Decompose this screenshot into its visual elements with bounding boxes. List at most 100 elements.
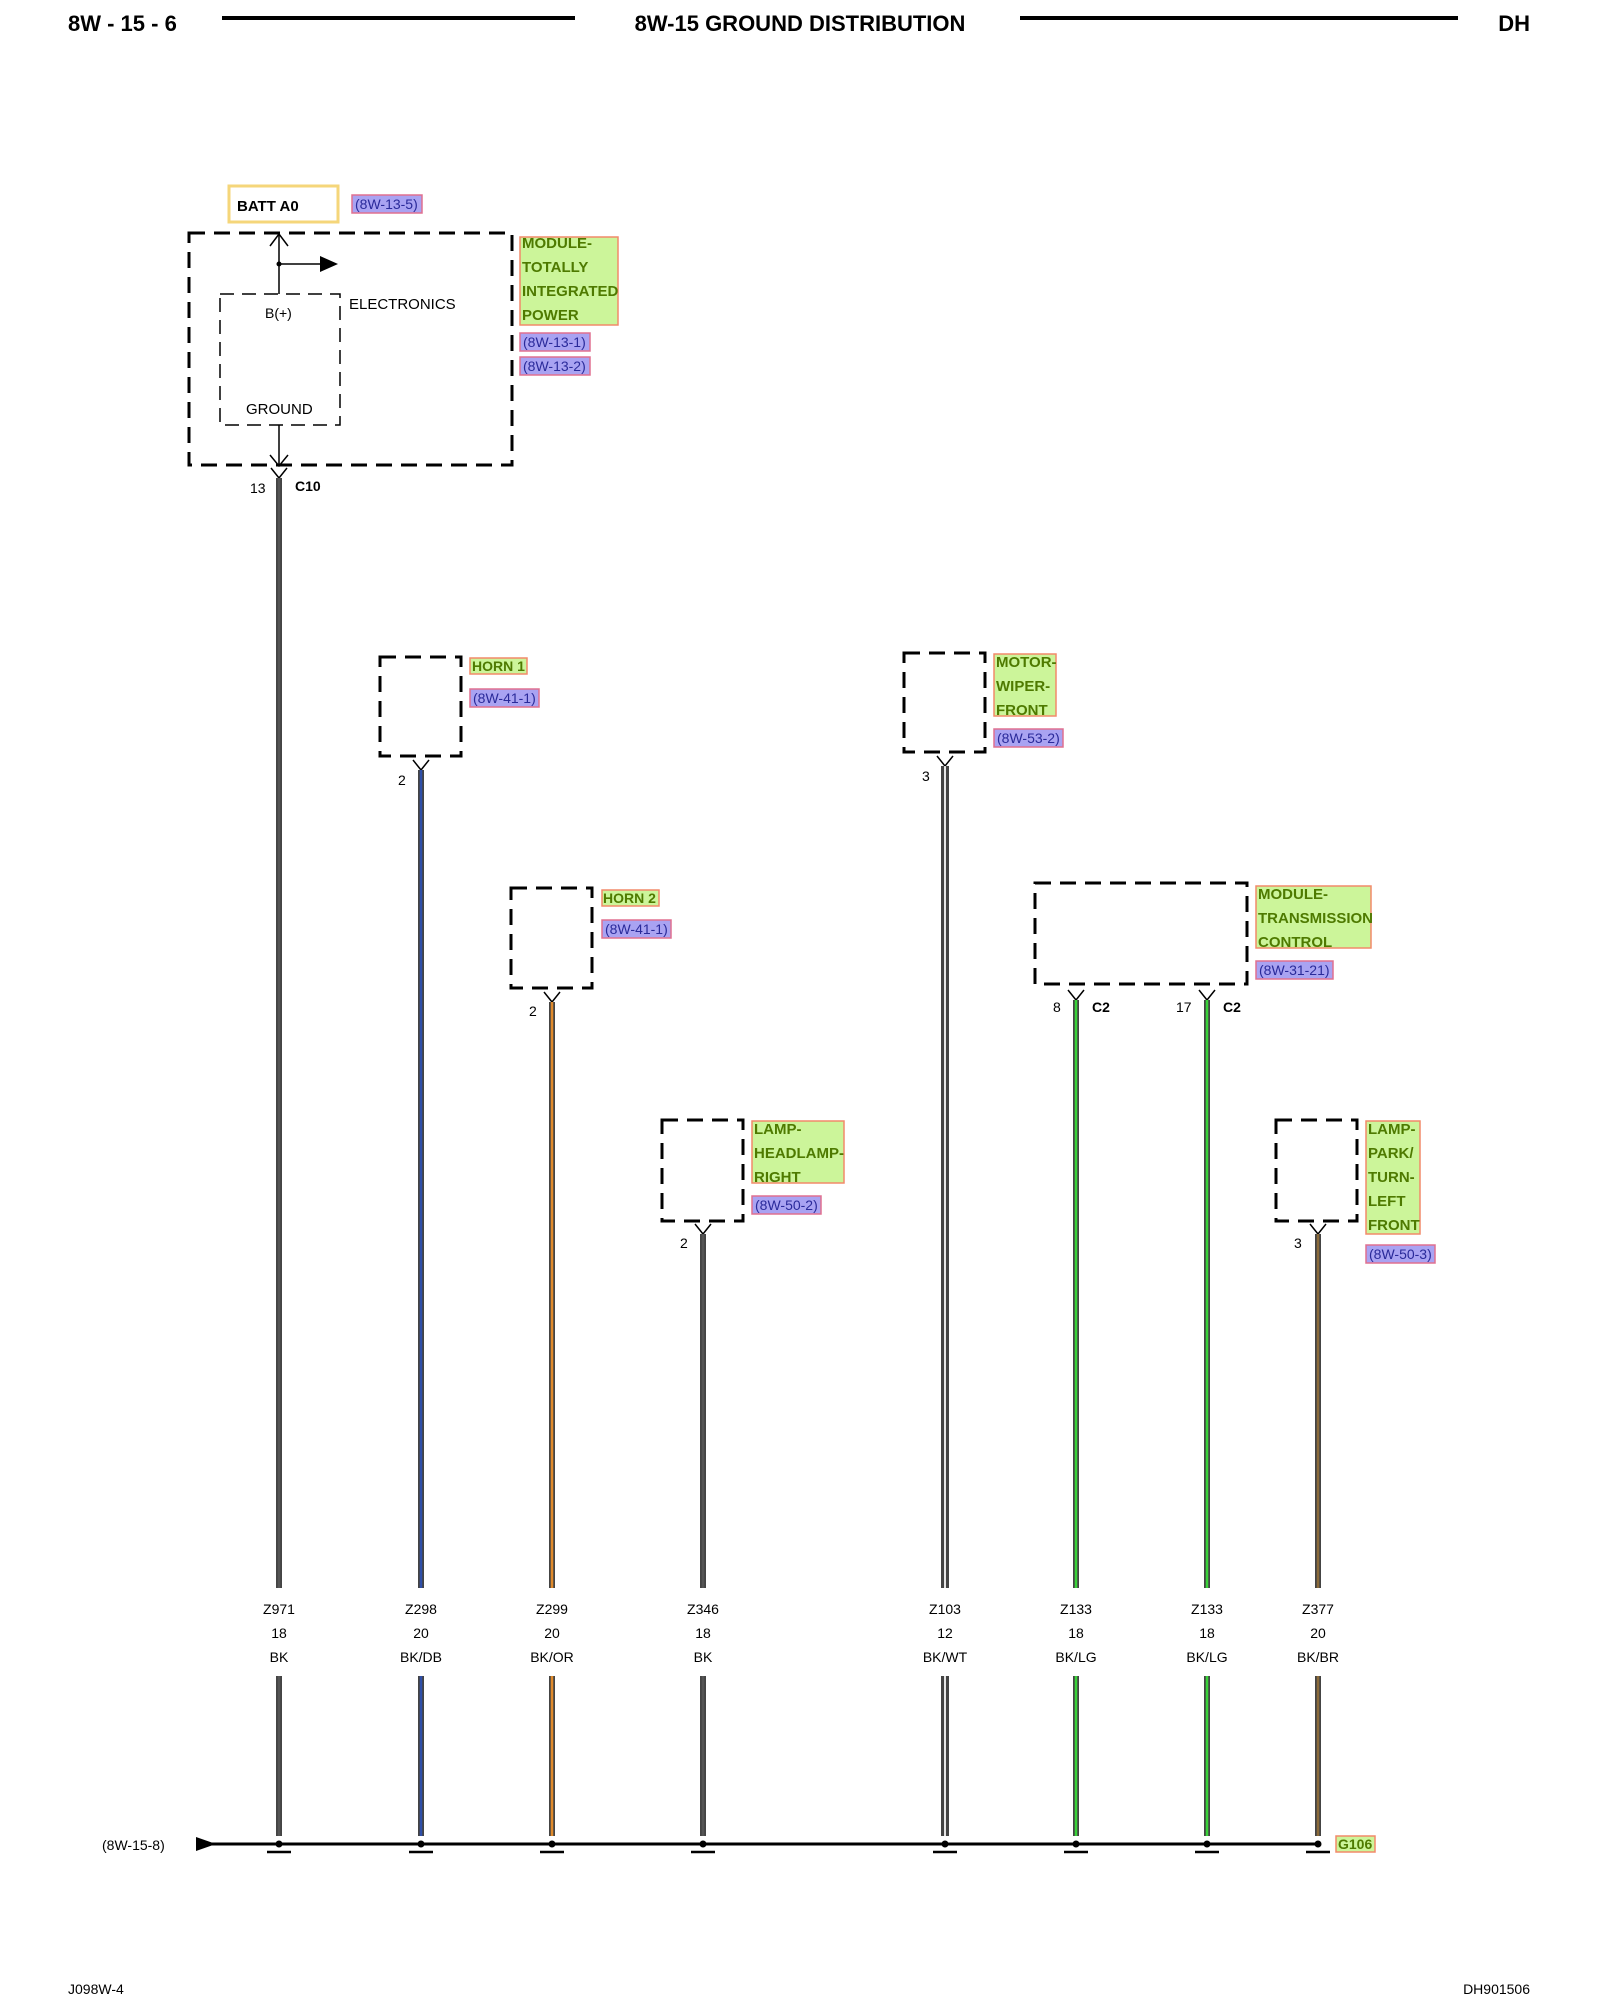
tipm-name: MODULE- TOTALLY INTEGRATED POWER bbox=[522, 235, 623, 324]
tipm-ref-link-2[interactable]: (8W-13-2) bbox=[523, 358, 586, 374]
horn-1-name-box bbox=[469, 657, 528, 675]
horn-1-component: HORN 1 (8W-41-1) 2 bbox=[378, 655, 540, 788]
wire-color-label: BK/DB bbox=[400, 1649, 442, 1665]
wiper-ref-box[interactable] bbox=[993, 728, 1064, 748]
wire-gauge-label: 20 bbox=[1310, 1625, 1326, 1641]
horn-1-ref-link[interactable]: (8W-41-1) bbox=[473, 690, 536, 706]
tcm-connector-2: C2 bbox=[1223, 999, 1241, 1015]
tipm-ref-box-2[interactable] bbox=[519, 356, 591, 376]
tcm-ref-link[interactable]: (8W-31-21) bbox=[1259, 962, 1330, 978]
wire-color-label: BK bbox=[694, 1649, 713, 1665]
wiper-name: MOTOR- WIPER- FRONT bbox=[996, 654, 1061, 719]
bplus-label: B(+) bbox=[265, 305, 292, 321]
wire-gauge-label: 12 bbox=[937, 1625, 953, 1641]
horn-1-ref-box[interactable] bbox=[469, 688, 540, 708]
branch-arrow-icon bbox=[320, 256, 338, 272]
wiper-name-box bbox=[993, 653, 1057, 717]
horn-1-outline bbox=[378, 655, 463, 758]
ground-bus: (8W-15-8) G106 bbox=[102, 1835, 1376, 1853]
park-lamp-outline bbox=[1274, 1118, 1359, 1223]
wire-gauge-label: 20 bbox=[544, 1625, 560, 1641]
tcm-name: MODULE- TRANSMISSION CONTROL bbox=[1258, 886, 1377, 951]
wire-circuit-label: Z971 bbox=[263, 1601, 295, 1617]
headlamp-name: LAMP- HEADLAMP- RIGHT bbox=[754, 1121, 848, 1186]
footer-left-code: J098W-4 bbox=[68, 1981, 124, 1997]
connector-symbol-icon bbox=[412, 759, 430, 772]
headlamp-ref-box[interactable] bbox=[751, 1195, 822, 1215]
tcm-outline bbox=[1033, 881, 1249, 986]
horn-2-ref-link[interactable]: (8W-41-1) bbox=[605, 921, 668, 937]
park-lamp-name: LAMP- PARK/ TURN- LEFT FRONT bbox=[1368, 1121, 1420, 1234]
tipm-ref-link-1[interactable]: (8W-13-1) bbox=[523, 334, 586, 350]
tipm-ref-box-1[interactable] bbox=[519, 332, 591, 352]
batt-label-box bbox=[227, 184, 340, 224]
horn-1-name: HORN 1 bbox=[472, 658, 525, 674]
wiper-motor-component: MOTOR- WIPER- FRONT (8W-53-2) 3 bbox=[902, 651, 1064, 784]
ground-label-g106: G106 bbox=[1338, 1836, 1372, 1852]
wire-circuit-label: Z299 bbox=[536, 1601, 568, 1617]
tcm-pin-1: 8 bbox=[1053, 999, 1061, 1015]
ground-label-box bbox=[1335, 1835, 1376, 1853]
page-header: 8W - 15 - 6 8W-15 GROUND DISTRIBUTION DH bbox=[68, 11, 1530, 36]
page-title: 8W-15 GROUND DISTRIBUTION bbox=[635, 11, 966, 36]
wiper-outline bbox=[902, 651, 987, 754]
tipm-outline bbox=[187, 231, 514, 467]
tcm-ref-box[interactable] bbox=[1255, 960, 1334, 980]
park-lamp-ref-box[interactable] bbox=[1365, 1244, 1436, 1264]
headlamp-ref-link[interactable]: (8W-50-2) bbox=[755, 1197, 818, 1213]
wire-circuit-label: Z346 bbox=[687, 1601, 719, 1617]
page-footer: J098W-4 DH901506 bbox=[68, 1981, 1530, 1997]
horn-2-name: HORN 2 bbox=[603, 890, 656, 906]
wire-circuit-label: Z133 bbox=[1191, 1601, 1223, 1617]
batt-ref-link[interactable]: (8W-13-5) bbox=[355, 196, 418, 212]
vehicle-code: DH bbox=[1498, 11, 1530, 36]
electronics-label: ELECTRONICS bbox=[349, 296, 456, 313]
tipm-module: ELECTRONICS B(+) GROUND MODULE- TOTALLY … bbox=[187, 231, 623, 496]
bplus-arrow-icon bbox=[269, 232, 289, 247]
wire-gauge-label: 18 bbox=[1199, 1625, 1215, 1641]
batt-a0-source: BATT A0 (8W-13-5) bbox=[227, 184, 423, 224]
park-lamp-ref-link[interactable]: (8W-50-3) bbox=[1369, 1246, 1432, 1262]
horn-1-pin: 2 bbox=[398, 772, 406, 788]
horn-2-pin: 2 bbox=[529, 1003, 537, 1019]
wiper-pin: 3 bbox=[922, 768, 930, 784]
connector-symbol-icon bbox=[694, 1223, 712, 1236]
headlamp-name-box bbox=[751, 1120, 845, 1184]
bus-arrow-icon bbox=[196, 1837, 216, 1851]
ground-arrow-icon bbox=[269, 454, 289, 468]
ground-bus-ref-link[interactable]: (8W-15-8) bbox=[102, 1837, 165, 1853]
wire-circuit-label: Z103 bbox=[929, 1601, 961, 1617]
wire-color-label: BK/LG bbox=[1055, 1649, 1096, 1665]
wire-color-label: BK bbox=[270, 1649, 289, 1665]
headlamp-outline bbox=[660, 1118, 745, 1223]
connector-symbol-icon bbox=[270, 467, 288, 480]
wire-color-label: BK/LG bbox=[1186, 1649, 1227, 1665]
tipm-internal-box bbox=[219, 293, 341, 426]
connector-symbol-icon bbox=[1309, 1223, 1327, 1236]
connector-symbol-icon bbox=[936, 755, 954, 768]
tcm-pin-2: 17 bbox=[1176, 999, 1192, 1015]
park-lamp-component: LAMP- PARK/ TURN- LEFT FRONT (8W-50-3) 3 bbox=[1274, 1118, 1436, 1264]
wires-layer: Z97118BKZ29820BK/DBZ29920BK/ORZ34618BKZ1… bbox=[263, 467, 1339, 1854]
horn-2-name-box bbox=[601, 889, 660, 907]
horn-2-outline bbox=[509, 886, 594, 990]
connector-symbol-icon bbox=[1198, 989, 1216, 1002]
wire-gauge-label: 18 bbox=[271, 1625, 287, 1641]
tipm-connector: C10 bbox=[295, 478, 321, 494]
wire-color-label: BK/BR bbox=[1297, 1649, 1339, 1665]
wire-circuit-label: Z377 bbox=[1302, 1601, 1334, 1617]
headlamp-pin: 2 bbox=[680, 1235, 688, 1251]
ground-label: GROUND bbox=[246, 401, 313, 418]
wire-color-label: BK/WT bbox=[923, 1649, 968, 1665]
wire-gauge-label: 18 bbox=[695, 1625, 711, 1641]
tipm-name-box bbox=[519, 236, 619, 326]
wiper-ref-link[interactable]: (8W-53-2) bbox=[997, 730, 1060, 746]
tcm-name-box bbox=[1255, 885, 1372, 949]
wire-circuit-label: Z298 bbox=[405, 1601, 437, 1617]
connector-symbol-icon bbox=[543, 991, 561, 1004]
wire-circuit-label: Z133 bbox=[1060, 1601, 1092, 1617]
footer-right-code: DH901506 bbox=[1463, 1981, 1530, 1997]
batt-label: BATT A0 bbox=[237, 198, 299, 215]
batt-ref-box[interactable] bbox=[351, 194, 423, 214]
horn-2-ref-box[interactable] bbox=[601, 919, 672, 939]
